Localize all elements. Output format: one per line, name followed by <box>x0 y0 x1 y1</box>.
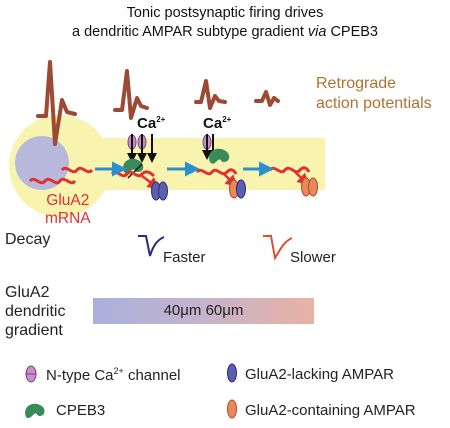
mrna-squiggle <box>60 166 94 174</box>
glua2-containing-ampar-cluster <box>301 177 318 197</box>
action-potential-trace-4 <box>254 90 280 107</box>
legend-glua2-lacking: GluA2-lacking AMPAR <box>245 366 394 383</box>
calcium-label-1: Ca2+ <box>137 115 166 132</box>
retrograde-label: Retrograde action potentials <box>316 75 432 112</box>
glua2-containing-ampar-cluster <box>229 179 246 199</box>
action-potential-trace-2 <box>113 69 149 120</box>
legend-glua2-containing: GluA2-containing AMPAR <box>245 402 416 419</box>
action-potential-trace-1 <box>36 60 77 146</box>
mrna-squiggle <box>28 177 77 185</box>
slower-decay-trace <box>263 235 293 261</box>
gradient-bar <box>93 298 314 324</box>
slower-label: Slower <box>290 249 336 266</box>
cpeb3-icon <box>209 148 230 164</box>
faster-decay-trace <box>138 235 165 257</box>
faster-label: Faster <box>163 249 206 266</box>
legend-cpeb3-icon <box>25 403 45 419</box>
glua2-mrna-label: GluA2 mRNA <box>45 192 91 227</box>
legend-glua2-lacking-icon <box>227 363 237 383</box>
ca-channel-site-1 <box>127 134 157 163</box>
legend-cpeb3: CPEB3 <box>56 402 106 419</box>
mrna-squiggle <box>195 168 238 176</box>
diagram-title-line-1: Tonic postsynaptic firing drives <box>126 5 324 21</box>
action-potential-trace-3 <box>194 79 227 110</box>
gradient-label: GluA2 dendritic gradient <box>5 284 66 339</box>
nucleus <box>15 136 69 190</box>
glua2-lacking-ampar-cluster <box>151 181 168 201</box>
legend-ca-channel: N-type Ca2+ channel <box>46 366 181 384</box>
diagram-title-line-2: a dendritic AMPAR subtype gradient via C… <box>71 24 379 40</box>
gradient-bar-text: 40μm 60μm <box>163 302 244 319</box>
mrna-squiggle <box>268 166 311 174</box>
cpeb3-icon <box>123 158 144 174</box>
legend-glua2-containing-icon <box>227 399 237 419</box>
decay-label: Decay <box>5 231 51 248</box>
calcium-label-2: Ca2+ <box>203 115 232 132</box>
